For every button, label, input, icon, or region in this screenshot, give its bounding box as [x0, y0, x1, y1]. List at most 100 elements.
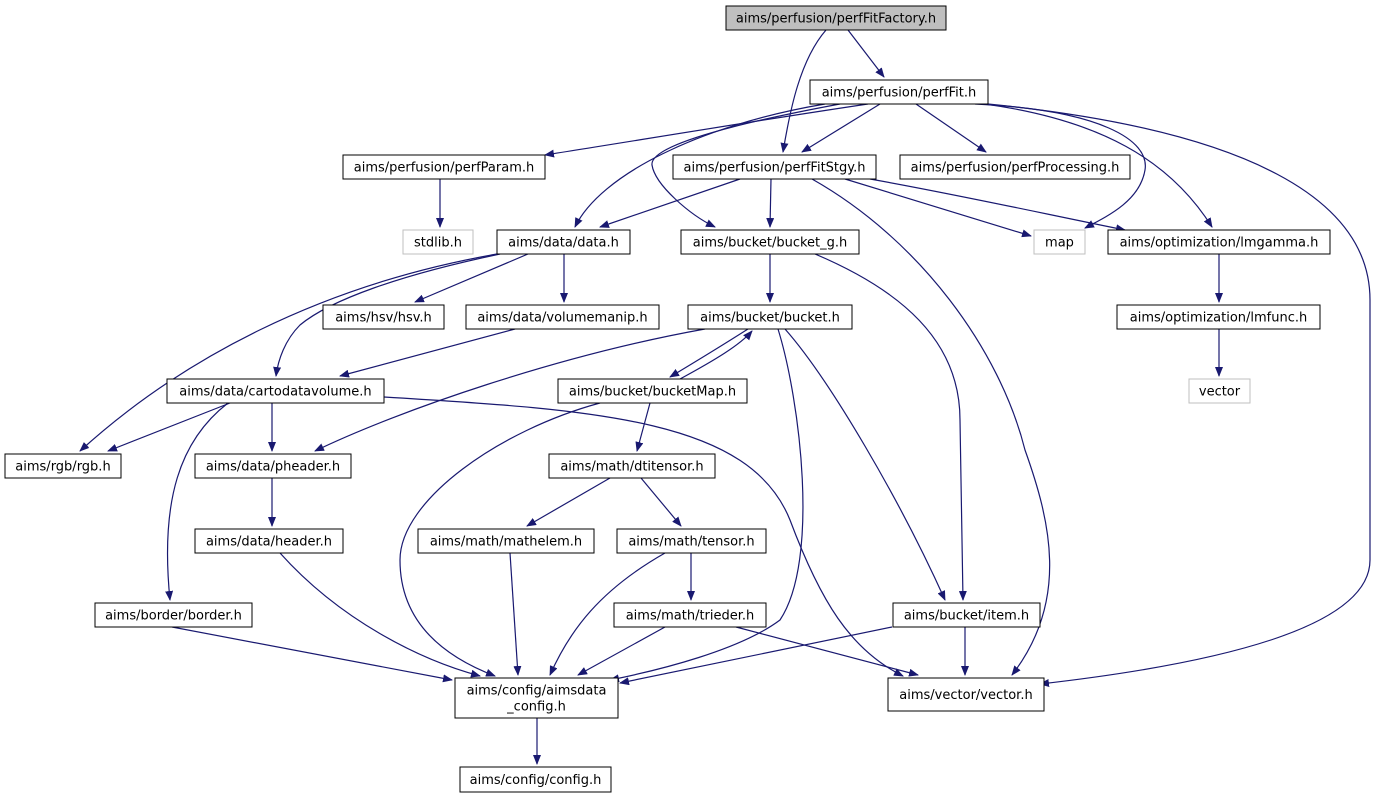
node-box [548, 453, 716, 479]
node-label: aims/data/volumemanip.h [477, 311, 647, 326]
edge-perffitstgy-to-data [599, 178, 741, 228]
node-vector: vector [1188, 378, 1251, 404]
edge-line [984, 103, 1213, 228]
node-trieder[interactable]: aims/math/trieder.h [613, 602, 767, 628]
edge-item-to-aimsdata_config [619, 626, 893, 686]
edge-perffitfactory-to-perffit [847, 29, 885, 78]
node-label: aims/math/mathelem.h [430, 535, 582, 550]
edge-bucketmap-to-bucket [679, 330, 753, 380]
edge-line [383, 396, 904, 677]
edge-line [107, 402, 231, 452]
node-label: stdlib.h [414, 236, 462, 251]
node-box [616, 528, 767, 554]
node-label: aims/optimization/lmfunc.h [1130, 311, 1308, 326]
node-header[interactable]: aims/data/header.h [194, 528, 344, 554]
edge-perffit-to-map [974, 103, 1146, 229]
edge-tensor-to-aimsdata_config [549, 552, 666, 676]
edge-perffit-to-perffitstgy [801, 103, 881, 153]
node-box [1107, 229, 1331, 255]
node-lmfunc[interactable]: aims/optimization/lmfunc.h [1116, 304, 1321, 330]
node-box [402, 229, 474, 255]
node-config[interactable]: aims/config/config.h [459, 766, 612, 793]
node-label: aims/perfusion/perfParam.h [354, 161, 535, 176]
edge-line [640, 477, 682, 527]
node-perfparam[interactable]: aims/perfusion/perfParam.h [342, 154, 546, 180]
edge-line [635, 402, 651, 452]
edge-line [165, 402, 229, 601]
node-mathelem[interactable]: aims/math/mathelem.h [417, 528, 595, 554]
node-perffitstgy[interactable]: aims/perfusion/perfFitStgy.h [672, 154, 877, 180]
edge-line [780, 29, 827, 153]
node-border[interactable]: aims/border/border.h [94, 602, 253, 628]
edge-border-to-aimsdata_config [171, 626, 453, 683]
edge-line [915, 103, 987, 153]
node-tensor[interactable]: aims/math/tensor.h [616, 528, 767, 554]
node-label: aims/bucket/bucketMap.h [569, 385, 736, 400]
node-box [1116, 304, 1321, 330]
node-bucket_g[interactable]: aims/bucket/bucket_g.h [680, 229, 860, 255]
edge-cartodatavolume-to-border [165, 402, 229, 601]
node-cartodatavolume[interactable]: aims/data/cartodatavolume.h [166, 378, 385, 404]
edge-line [869, 178, 1126, 233]
node-label: aims/perfusion/perfFitStgy.h [684, 161, 866, 176]
edge-perffit-to-vectorh [987, 103, 1371, 687]
edge-line [339, 328, 516, 378]
dependency-edges [79, 29, 1371, 765]
node-box [687, 304, 853, 330]
node-aimsdata_config[interactable]: aims/config/aimsdata_config.h [454, 677, 619, 719]
edge-line [79, 253, 498, 452]
edge-bucket-to-pheader [314, 328, 706, 452]
edge-line [414, 253, 529, 303]
edge-bucketmap-to-aimsdata_config [399, 402, 601, 677]
node-box [1033, 229, 1086, 255]
node-volumemanip[interactable]: aims/data/volumemanip.h [465, 304, 660, 330]
node-label: aims/bucket/item.h [904, 609, 1029, 624]
edge-line [811, 178, 1051, 676]
node-label: aims/bucket/bucket.h [700, 311, 840, 326]
edge-line [987, 103, 1371, 687]
edge-line [801, 103, 881, 153]
node-bucketmap[interactable]: aims/bucket/bucketMap.h [557, 378, 748, 404]
edge-bucket-to-aimsdata_config [609, 328, 804, 683]
node-vectorh[interactable]: aims/vector/vector.h [887, 677, 1045, 712]
edge-line [314, 328, 706, 452]
node-bucket[interactable]: aims/bucket/bucket.h [687, 304, 853, 330]
edge-perffit-to-perfparam [544, 103, 869, 158]
edge-perffitstgy-to-lmgamma [869, 178, 1126, 233]
edge-line [273, 253, 501, 377]
node-box [459, 766, 612, 793]
node-perffitfactory[interactable]: aims/perfusion/perfFitFactory.h [725, 5, 947, 31]
edge-data-to-rgb [79, 253, 498, 452]
node-pheader[interactable]: aims/data/pheader.h [194, 453, 352, 479]
node-data[interactable]: aims/data/data.h [496, 229, 631, 255]
edge-bucket-to-bucketmap [669, 328, 749, 378]
edge-line [784, 328, 946, 601]
node-box [892, 602, 1041, 628]
node-lmgamma[interactable]: aims/optimization/lmgamma.h [1107, 229, 1331, 255]
node-box [194, 528, 344, 554]
node-box [672, 154, 877, 180]
node-perfprocessing[interactable]: aims/perfusion/perfProcessing.h [899, 154, 1131, 180]
node-label: aims/data/cartodatavolume.h [179, 385, 371, 400]
edge-perffitstgy-to-vectorh [811, 178, 1051, 676]
edge-perffit-to-data [574, 103, 826, 228]
node-label: aims/border/border.h [105, 609, 242, 624]
node-label: aims/math/trieder.h [626, 609, 755, 624]
edge-cartodatavolume-to-vectorh [383, 396, 904, 677]
edge-bucket_g-to-item [814, 253, 967, 601]
node-box [465, 304, 660, 330]
edge-line [279, 552, 481, 678]
node-box [94, 602, 253, 628]
node-label: map [1045, 236, 1074, 251]
node-item[interactable]: aims/bucket/item.h [892, 602, 1041, 628]
edge-data-to-hsv [414, 253, 529, 303]
node-box [557, 378, 748, 404]
node-perffit[interactable]: aims/perfusion/perfFit.h [809, 79, 989, 105]
edge-line [651, 103, 841, 228]
node-stdlib: stdlib.h [402, 229, 474, 255]
node-rgb[interactable]: aims/rgb/rgb.h [4, 453, 122, 479]
node-dtitensor[interactable]: aims/math/dtitensor.h [548, 453, 716, 479]
node-label: aims/data/header.h [206, 535, 332, 550]
edge-perffitfactory-to-perffitstgy [780, 29, 827, 153]
node-hsv[interactable]: aims/hsv/hsv.h [322, 304, 445, 330]
